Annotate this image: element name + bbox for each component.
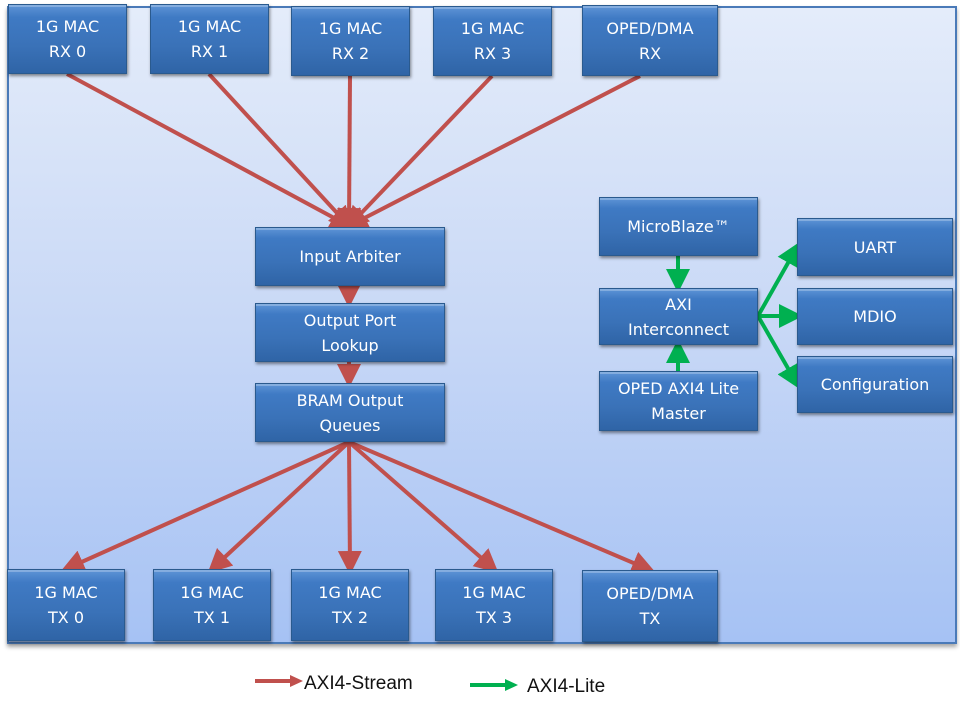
legend-lite-arrow-icon bbox=[470, 679, 518, 691]
legend-stream-label: AXI4-Stream bbox=[304, 673, 413, 694]
block-label: BRAM Output Queues bbox=[296, 390, 404, 435]
block-label: 1G MAC TX 0 bbox=[34, 583, 98, 627]
block-microblaze: MicroBlaze™ bbox=[599, 197, 758, 256]
block-label: MicroBlaze™ bbox=[627, 217, 730, 236]
stream-arrow-rx4-to-arbiter bbox=[343, 74, 641, 229]
block-axi-interconnect: AXI Interconnect bbox=[599, 288, 758, 345]
block-label: 1G MAC RX 1 bbox=[177, 17, 242, 61]
block-label: AXI Interconnect bbox=[628, 294, 729, 339]
block-tx1: 1G MAC TX 1 bbox=[153, 569, 271, 641]
stream-arrow-rx0-to-arbiter bbox=[66, 72, 355, 229]
block-label: 1G MAC RX 0 bbox=[35, 17, 100, 61]
block-rx3: 1G MAC RX 3 bbox=[433, 6, 552, 76]
block-uart: UART bbox=[797, 218, 953, 276]
block-label: OPED/DMA RX bbox=[606, 18, 694, 63]
stream-arrow-queues-to-tx3 bbox=[347, 440, 499, 573]
block-label: UART bbox=[853, 237, 897, 257]
lite-arrow-interconnect-to-config bbox=[756, 315, 800, 390]
stream-arrow-queues-to-tx1 bbox=[207, 440, 351, 574]
block-bram-output-queues: BRAM Output Queues bbox=[255, 383, 445, 442]
block-tx2: 1G MAC TX 2 bbox=[291, 569, 409, 641]
block-label: MDIO bbox=[853, 307, 897, 326]
block-label: 1G MAC RX 2 bbox=[318, 19, 383, 63]
block-label: 1G MAC TX 1 bbox=[180, 583, 244, 627]
stream-arrow-rx2-to-arbiter bbox=[337, 75, 362, 232]
legend-lite-label: AXI4-Lite bbox=[527, 676, 606, 697]
block-rx2: 1G MAC RX 2 bbox=[291, 6, 410, 76]
block-tx4: OPED/DMA TX bbox=[582, 570, 718, 642]
stream-arrow-queues-to-tx0 bbox=[60, 440, 350, 573]
block-tx0: 1G MAC TX 0 bbox=[7, 569, 125, 641]
lite-arrow-interconnect-to-uart bbox=[756, 241, 800, 317]
block-oped-axi4-lite-master: OPED AXI4 Lite Master bbox=[599, 371, 758, 431]
block-label: Output Port Lookup bbox=[303, 310, 397, 355]
block-rx0: 1G MAC RX 0 bbox=[8, 4, 127, 74]
block-label: Input Arbiter bbox=[299, 247, 401, 266]
block-tx3: 1G MAC TX 3 bbox=[435, 569, 553, 641]
block-label: Configuration bbox=[820, 375, 930, 394]
block-mdio: MDIO bbox=[797, 288, 953, 345]
block-label: OPED/DMA TX bbox=[606, 584, 694, 628]
block-configuration: Configuration bbox=[797, 356, 953, 413]
legend-stream-arrow-icon bbox=[255, 675, 303, 687]
block-rx1: 1G MAC RX 1 bbox=[150, 4, 269, 74]
stream-arrow-rx3-to-arbiter bbox=[344, 74, 494, 231]
stream-arrow-rx1-to-arbiter bbox=[207, 72, 354, 231]
stream-arrow-queues-to-tx4 bbox=[348, 440, 656, 574]
block-label: OPED AXI4 Lite Master bbox=[617, 379, 740, 423]
block-label: 1G MAC TX 3 bbox=[462, 583, 526, 627]
block-input-arbiter: Input Arbiter bbox=[255, 227, 445, 286]
block-output-port-lookup: Output Port Lookup bbox=[255, 303, 445, 362]
block-label: 1G MAC RX 3 bbox=[460, 19, 525, 63]
block-rx4: OPED/DMA RX bbox=[582, 5, 718, 76]
stream-arrow-queues-to-tx2 bbox=[337, 441, 362, 575]
block-label: 1G MAC TX 2 bbox=[318, 583, 382, 627]
